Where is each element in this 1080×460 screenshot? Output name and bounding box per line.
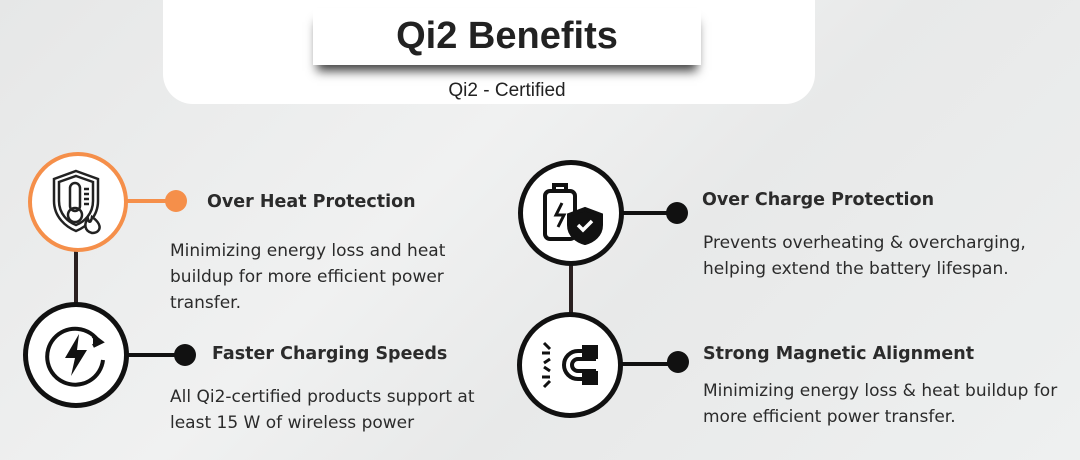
benefit-icon-circle-3 (518, 160, 624, 266)
connector-left (74, 245, 78, 307)
bullet-dot-2 (174, 344, 196, 366)
benefit-title-3: Over Charge Protection (702, 190, 935, 210)
benefit-desc-3: Prevents overheating & overcharging, hel… (703, 233, 1026, 279)
bullet-dot-1 (165, 190, 187, 212)
connector-3 (620, 211, 678, 215)
benefit-icon-circle-2 (23, 302, 129, 408)
connector-right (569, 260, 573, 316)
benefit-icon-circle-4 (517, 312, 623, 418)
bullet-dot-4 (667, 351, 689, 373)
magnet-icon (542, 341, 598, 389)
battery-shield-check-icon (543, 183, 603, 246)
page-subtitle: Qi2 - Certified (448, 80, 566, 101)
benefit-desc-4: Minimizing energy loss & heat buildup fo… (703, 381, 1058, 427)
thermometer-shield-flame-icon (52, 169, 101, 235)
benefit-desc-1: Minimizing energy loss and heat buildup … (170, 241, 446, 313)
connector-2 (126, 353, 186, 357)
benefit-icon-circle-1 (28, 152, 128, 252)
benefit-title-1: Over Heat Protection (207, 192, 416, 212)
lightning-cycle-icon (45, 326, 105, 387)
connector-4 (620, 362, 678, 366)
page-title: Qi2 Benefits (396, 15, 618, 57)
title-card: Qi2 Benefits (313, 8, 701, 65)
connector-1 (124, 199, 176, 203)
benefit-desc-2: All Qi2-certified products support at le… (170, 387, 475, 433)
bullet-dot-3 (666, 202, 688, 224)
benefit-title-4: Strong Magnetic Alignment (703, 344, 975, 364)
benefit-title-2: Faster Charging Speeds (212, 344, 448, 364)
